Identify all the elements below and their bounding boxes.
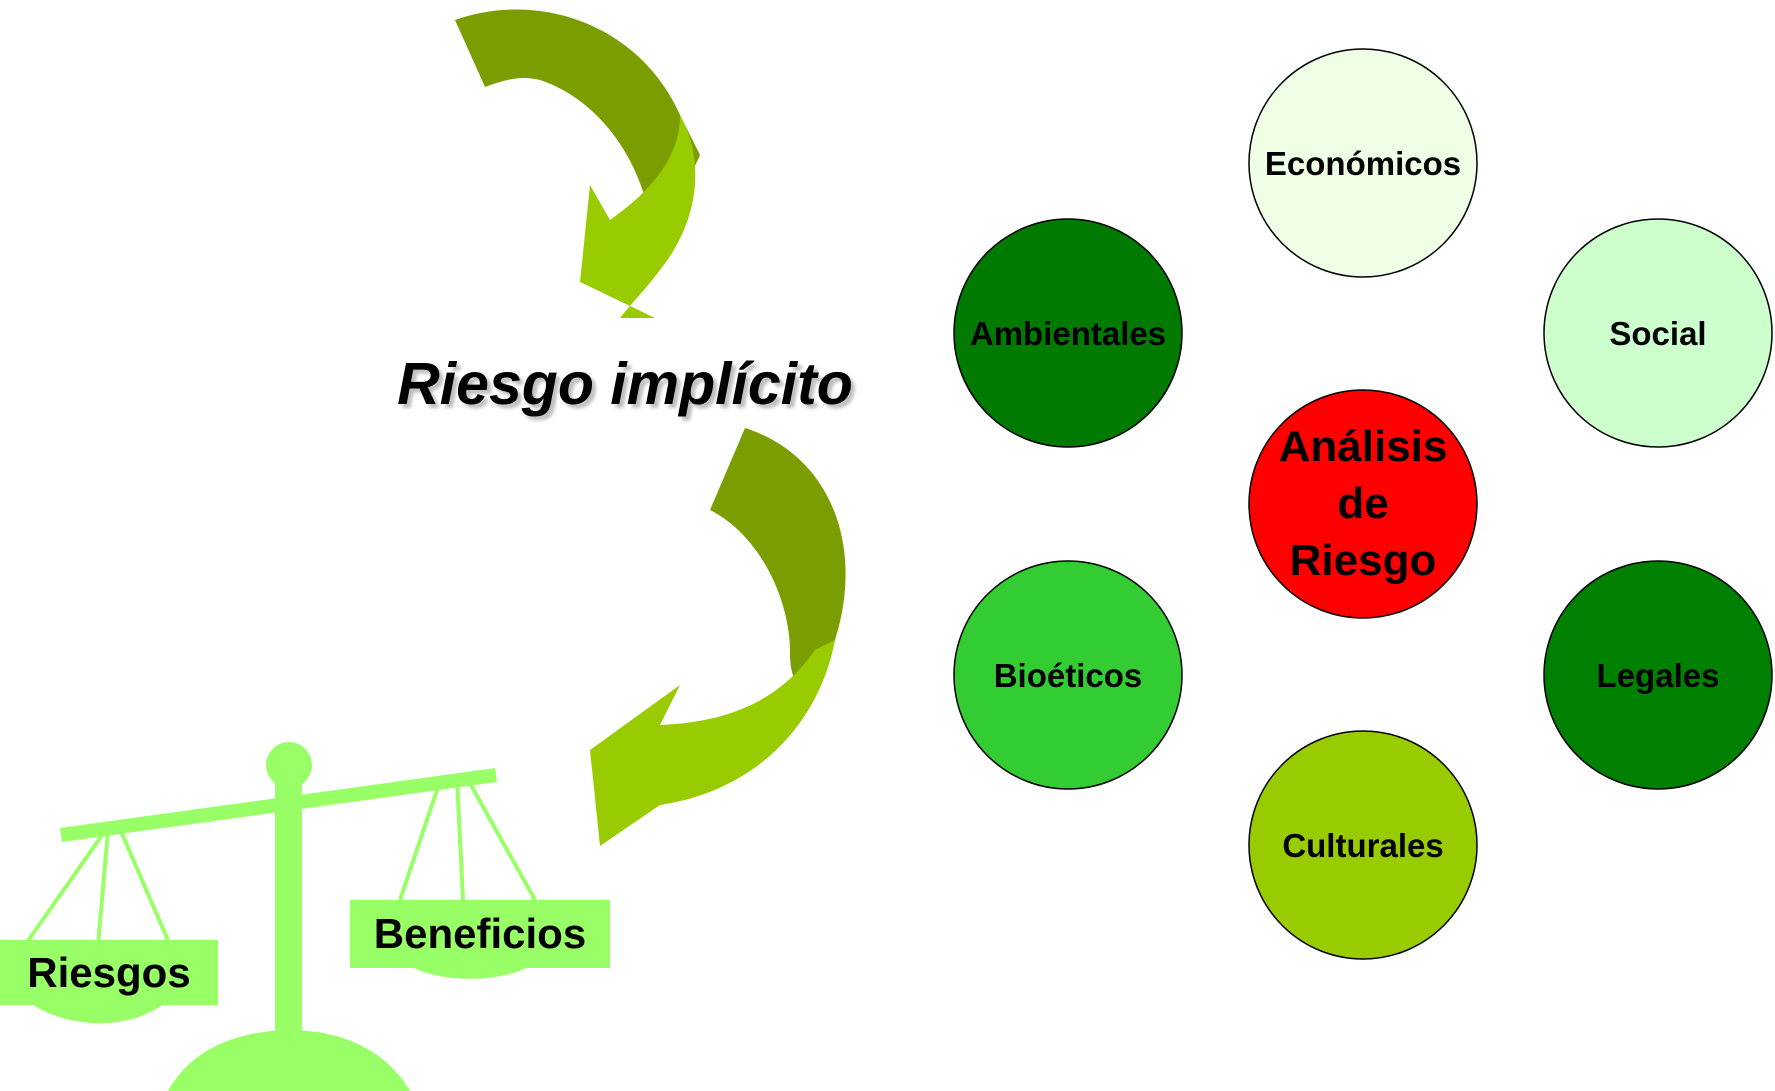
circle-culturales bbox=[1248, 730, 1478, 960]
node-label-ambientales: Ambientales bbox=[969, 315, 1167, 352]
right-string-1 bbox=[398, 780, 442, 901]
circle-legales bbox=[1543, 560, 1773, 790]
node-label-economicos: Económicos bbox=[1264, 145, 1462, 182]
node-label-bioeticos: Bioéticos bbox=[993, 657, 1143, 694]
scale-label-beneficios: Beneficios bbox=[373, 910, 587, 957]
arrow-upper-dark-part bbox=[455, 9, 700, 221]
arrow-lower-light-part bbox=[590, 640, 835, 846]
scale-label-riesgos: Riesgos bbox=[27, 949, 191, 996]
scale-post bbox=[275, 782, 302, 1032]
scale-base bbox=[168, 1030, 410, 1091]
curved-arrow-lower bbox=[590, 428, 846, 846]
left-string-1 bbox=[23, 829, 107, 947]
title-riesgo-implicito: Riesgo implícito bbox=[397, 351, 853, 417]
left-pan-box bbox=[0, 940, 218, 1005]
circle-social bbox=[1543, 218, 1773, 448]
left-pan-bowl bbox=[30, 1003, 165, 1024]
balance-scale-icon bbox=[0, 742, 610, 1091]
curved-arrow-upper bbox=[455, 9, 700, 318]
right-pan-bowl bbox=[410, 966, 530, 979]
center-label-line-3: Riesgo bbox=[1289, 536, 1437, 585]
center-label-analisis-de-riesgo: Análisis de Riesgo bbox=[1243, 418, 1483, 589]
risk-circles bbox=[953, 48, 1773, 960]
center-label-line-1: Análisis bbox=[1278, 422, 1448, 471]
right-string-3 bbox=[465, 777, 537, 901]
left-string-2 bbox=[96, 830, 110, 946]
right-pan-box bbox=[350, 900, 610, 968]
scale-pivot bbox=[266, 742, 312, 788]
circle-analisis-de-riesgo bbox=[1248, 389, 1478, 619]
circle-economicos bbox=[1248, 48, 1478, 278]
arrow-lower-dark-part bbox=[710, 428, 846, 690]
center-label-line-2: de bbox=[1337, 479, 1389, 528]
left-string-3 bbox=[118, 828, 172, 946]
node-label-social: Social bbox=[1609, 315, 1707, 352]
arrow-upper-light-part bbox=[580, 115, 696, 318]
node-label-culturales: Culturales bbox=[1282, 827, 1444, 864]
node-label-legales: Legales bbox=[1596, 657, 1720, 694]
circle-bioeticos bbox=[953, 560, 1183, 790]
circle-ambientales bbox=[953, 218, 1183, 448]
right-string-2 bbox=[455, 778, 465, 901]
